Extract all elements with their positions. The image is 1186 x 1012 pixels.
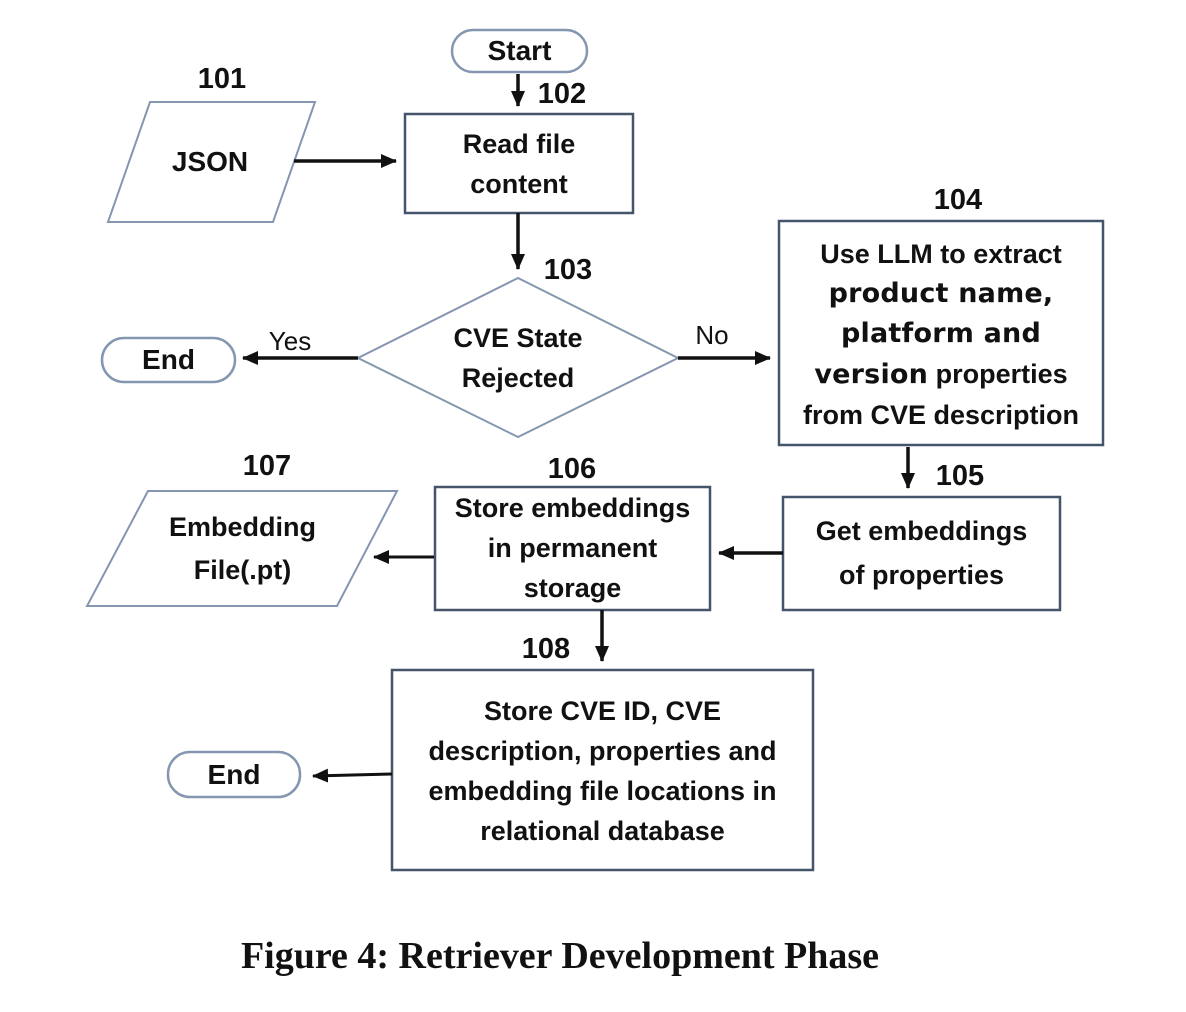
node-number-101: 101: [197, 62, 247, 95]
node-number-105: 105: [935, 459, 985, 492]
store-embeddings-box-label: Store embeddings in permanent storage: [435, 488, 710, 608]
cve-state-line2: Rejected: [461, 363, 575, 393]
store-embeddings-line2: in permanent: [487, 533, 658, 563]
cve-state-diamond-label: CVE State Rejected: [398, 316, 638, 400]
store-database-line1: Store CVE ID, CVE: [483, 696, 722, 726]
llm-extract-line4-bold: version: [814, 358, 929, 390]
get-embeddings-box-shape: [781, 495, 1062, 612]
store-database-box-shape: [390, 668, 815, 872]
get-embeddings-line2: of properties: [838, 560, 1005, 590]
arrow-database-to-end: [312, 768, 393, 783]
node-number-106: 106: [547, 452, 597, 485]
node-number-104: 104: [933, 183, 983, 216]
edge-label-no: No: [695, 319, 729, 350]
edge-label-yes: Yes: [268, 325, 312, 356]
read-file-box-label: Read file content: [405, 121, 633, 206]
json-parallelogram-shape: [106, 101, 317, 223]
figure-caption: Figure 4: Retriever Development Phase: [240, 934, 880, 977]
get-embeddings-line1: Get embeddings: [815, 516, 1028, 546]
store-database-line3: embedding file locations in: [428, 776, 777, 806]
store-database-box-label: Store CVE ID, CVE description, propertie…: [392, 691, 813, 851]
end-top-terminator-label: End: [142, 344, 195, 375]
end-bottom-terminator-shape: [166, 750, 302, 799]
embedding-file-parallelogram-label: Embedding File(.pt): [150, 505, 335, 593]
llm-extract-line1: Use LLM to extract: [820, 238, 1062, 269]
node-number-103: 103: [543, 253, 593, 286]
store-embeddings-line3: storage: [523, 573, 622, 603]
llm-extract-line3: platform and: [840, 317, 1042, 349]
read-file-box-shape: [403, 112, 635, 215]
llm-extract-line4-rest: properties: [935, 358, 1068, 389]
embedding-file-parallelogram-shape: [85, 490, 399, 607]
llm-extract-box-shape: [777, 219, 1105, 447]
start-terminator-shape: [450, 28, 589, 74]
json-parallelogram-label: JSON: [171, 146, 249, 177]
store-database-line4: relational database: [480, 816, 725, 846]
start-terminator-label: Start: [487, 35, 552, 66]
embedding-file-line2: File(.pt): [193, 555, 292, 585]
cve-state-line1: CVE State: [453, 323, 583, 353]
node-number-107: 107: [242, 449, 292, 482]
end-top-terminator-shape: [100, 336, 237, 384]
llm-extract-box-label: Use LLM to extract product name, platfor…: [781, 234, 1101, 434]
store-embeddings-line1: Store embeddings: [454, 493, 691, 523]
end-bottom-terminator-label: End: [207, 758, 261, 790]
llm-extract-line2: product name,: [828, 277, 1054, 309]
read-file-line1: Read file: [462, 128, 576, 159]
read-file-line2: content: [470, 168, 568, 199]
llm-extract-line4: version properties: [814, 354, 1067, 395]
node-number-102: 102: [537, 77, 587, 110]
embedding-file-line1: Embedding: [169, 512, 316, 542]
store-embeddings-box-shape: [433, 485, 712, 612]
node-number-108: 108: [521, 632, 571, 665]
llm-extract-line5: from CVE description: [802, 399, 1080, 430]
cve-state-diamond-shape: [355, 276, 681, 439]
get-embeddings-box-label: Get embeddings of properties: [783, 507, 1060, 599]
store-database-line2: description, properties and: [428, 736, 777, 766]
